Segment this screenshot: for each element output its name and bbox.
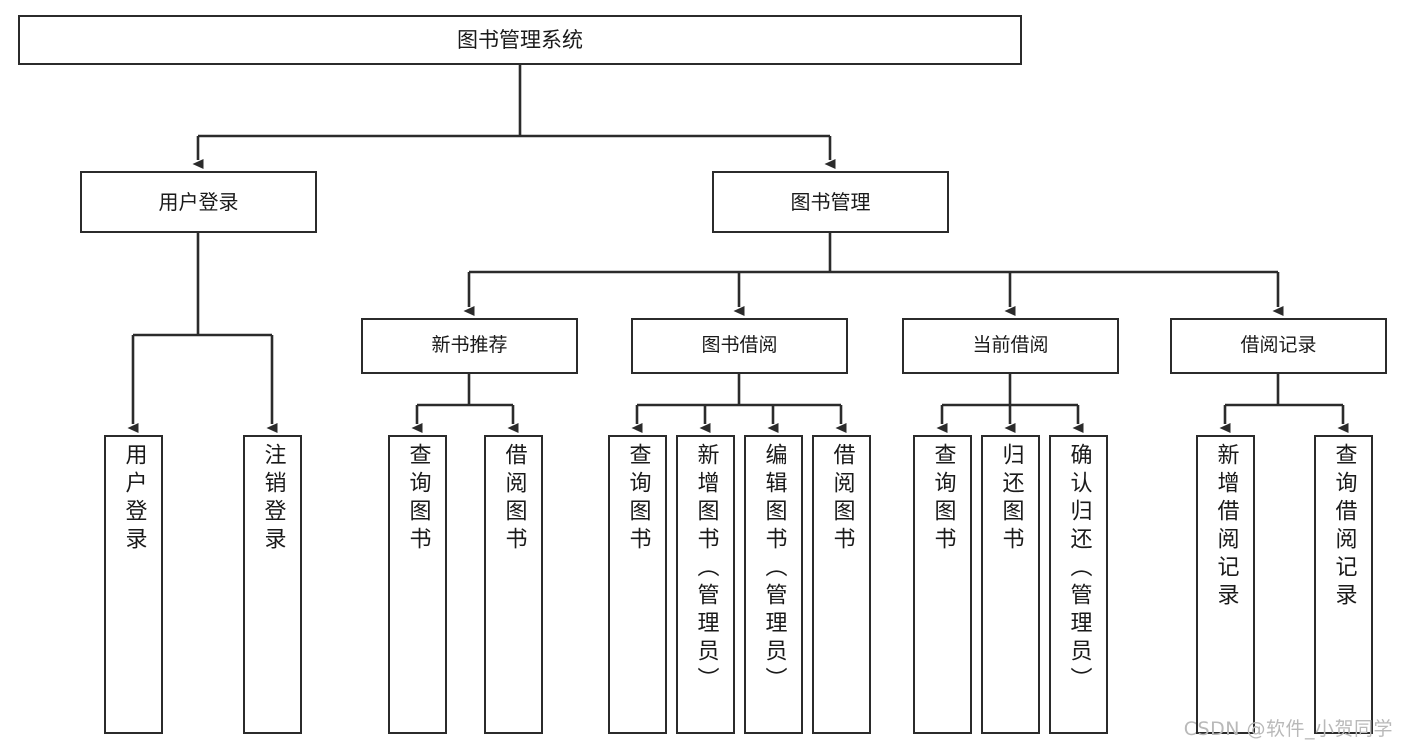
node-label: 图书管理 [790, 189, 871, 214]
node-root-system[interactable]: 图书管理系统 [18, 15, 1022, 65]
leaf-borrow-add-book-admin[interactable]: 新增图书（管理员） [676, 435, 735, 734]
node-label: 归还图书 [998, 443, 1024, 555]
node-label: 新增借阅记录 [1213, 443, 1239, 611]
node-label: 用户登录 [121, 443, 147, 555]
leaf-current-return-book[interactable]: 归还图书 [981, 435, 1040, 734]
leaf-current-query-book[interactable]: 查询图书 [913, 435, 972, 734]
node-label: 新增图书（管理员） [693, 443, 719, 695]
node-new-book-recommend[interactable]: 新书推荐 [361, 318, 578, 374]
node-label: 用户登录 [158, 189, 239, 214]
node-user-login[interactable]: 用户登录 [80, 171, 317, 233]
node-label: 注销登录 [260, 443, 286, 555]
node-book-management[interactable]: 图书管理 [712, 171, 949, 233]
node-label: 编辑图书（管理员） [761, 443, 787, 695]
node-label: 确认归还（管理员） [1066, 443, 1092, 695]
node-label: 查询图书 [625, 443, 651, 555]
leaf-record-query-record[interactable]: 查询借阅记录 [1314, 435, 1373, 734]
node-label: 查询借阅记录 [1331, 443, 1357, 611]
node-label: 借阅记录 [1240, 334, 1317, 357]
leaf-recommend-query-book[interactable]: 查询图书 [388, 435, 447, 734]
leaf-borrow-edit-book-admin[interactable]: 编辑图书（管理员） [744, 435, 803, 734]
csdn-watermark: CSDN @软件_小贺同学 [1183, 718, 1393, 740]
leaf-record-add-record[interactable]: 新增借阅记录 [1196, 435, 1255, 734]
leaf-current-confirm-return-admin[interactable]: 确认归还（管理员） [1049, 435, 1108, 734]
node-current-borrow[interactable]: 当前借阅 [902, 318, 1119, 374]
node-label: 借阅图书 [501, 443, 527, 555]
node-label: 查询图书 [405, 443, 431, 555]
leaf-user-login-login[interactable]: 用户登录 [104, 435, 163, 734]
node-label: 借阅图书 [829, 443, 855, 555]
leaf-recommend-borrow-book[interactable]: 借阅图书 [484, 435, 543, 734]
node-book-borrow[interactable]: 图书借阅 [631, 318, 848, 374]
node-borrow-record[interactable]: 借阅记录 [1170, 318, 1387, 374]
node-label: 查询图书 [930, 443, 956, 555]
leaf-user-login-logout[interactable]: 注销登录 [243, 435, 302, 734]
node-label: 当前借阅 [972, 334, 1049, 357]
leaf-borrow-borrow-book[interactable]: 借阅图书 [812, 435, 871, 734]
node-label: 新书推荐 [431, 334, 508, 357]
node-label: 图书管理系统 [457, 27, 583, 52]
leaf-borrow-query-book[interactable]: 查询图书 [608, 435, 667, 734]
node-label: 图书借阅 [701, 334, 778, 357]
